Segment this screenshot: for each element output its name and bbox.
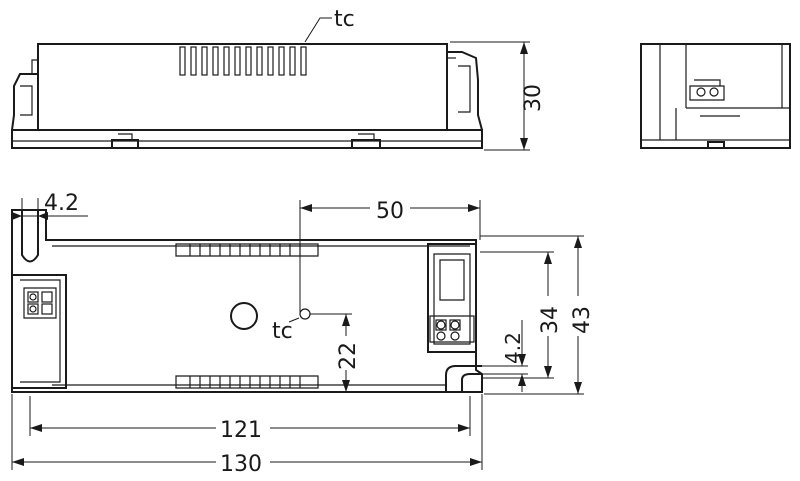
dim-mount-y: 34 bbox=[538, 306, 563, 334]
dim-tc-y: 22 bbox=[336, 342, 361, 370]
vent-slots-side bbox=[179, 46, 307, 76]
tc-label-top: tc bbox=[334, 7, 355, 32]
vent-strip-top bbox=[175, 243, 319, 257]
top-view: tc bbox=[11, 209, 483, 393]
dim-right-offset: 4.2 bbox=[501, 332, 525, 364]
dim-length-130: 130 bbox=[220, 452, 262, 477]
dim-mount-x: 121 bbox=[220, 418, 262, 443]
dimensions: 4.2 50 22 34 43 bbox=[11, 191, 595, 477]
side-view: tc 30 bbox=[11, 7, 546, 151]
dim-height-30: 30 bbox=[521, 84, 546, 112]
dim-width-43: 43 bbox=[570, 306, 595, 334]
tc-label-bottom: tc bbox=[272, 319, 293, 344]
dim-left-offset: 4.2 bbox=[44, 191, 79, 216]
vent-strip-bottom bbox=[175, 375, 319, 389]
dim-tc-x: 50 bbox=[376, 199, 404, 224]
end-view bbox=[640, 43, 791, 149]
